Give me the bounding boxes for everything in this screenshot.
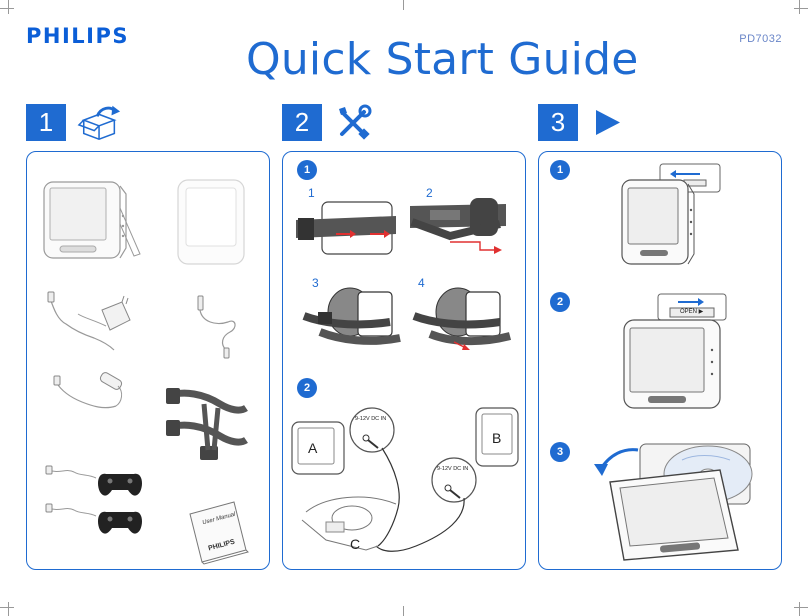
crop-mark [0, 8, 14, 9]
strap-install-image-2 [410, 198, 506, 254]
crop-mark [794, 8, 808, 9]
panel-install [282, 151, 526, 570]
panel-box-contents [26, 151, 270, 570]
step-1-badge: 1 [26, 104, 66, 141]
open-switch-image [623, 293, 727, 409]
crop-mark [799, 602, 800, 616]
power-switch-image [621, 163, 721, 265]
crop-mark [403, 0, 404, 10]
crop-mark [8, 602, 9, 616]
open-lid-disc-image [594, 443, 753, 561]
mounting-straps-image [166, 388, 248, 460]
sub-step-badge: 1 [550, 160, 570, 180]
car-adapter-label: C [350, 536, 361, 552]
sub-step-badge: 2 [550, 292, 570, 312]
car-adapter-image [53, 372, 123, 409]
step-3-badge: 3 [538, 104, 578, 141]
sub-step-badge: 2 [297, 378, 317, 398]
dc-in-label: 9-12V DC IN [437, 466, 469, 472]
dc-in-label: 9-12V DC IN [355, 416, 387, 422]
crop-mark [8, 0, 9, 14]
headrest-install-image-4 [412, 287, 512, 350]
av-cable-image [197, 295, 236, 359]
user-manual-image [189, 501, 249, 565]
open-switch-label: OPEN ▶ [680, 309, 704, 315]
sub-step-badge: 1 [297, 160, 317, 180]
screen-a-label: A [308, 440, 318, 456]
box-unpack-icon [77, 105, 121, 141]
page-title: Quick Start Guide [246, 34, 639, 85]
screen-b-label: B [492, 430, 502, 446]
dvd-player-image [43, 181, 141, 259]
crop-mark [799, 0, 800, 14]
brand-logo: PHILIPS [26, 24, 129, 48]
game-controllers-image [45, 465, 142, 534]
model-number: PD7032 [739, 33, 782, 45]
image-number: 3 [312, 276, 319, 290]
strap-install-image-1 [296, 201, 396, 255]
panel-play [538, 151, 782, 570]
image-number: 2 [426, 186, 433, 200]
image-number: 4 [418, 276, 425, 290]
headrest-install-image-3 [302, 287, 401, 345]
crop-mark [403, 606, 404, 616]
play-icon [596, 110, 620, 135]
sub-step-badge: 3 [550, 442, 570, 462]
step-2-badge: 2 [282, 104, 322, 141]
crop-mark [0, 607, 14, 608]
second-screen-image [177, 179, 245, 265]
connection-diagram [291, 407, 519, 552]
crop-mark [794, 607, 808, 608]
tools-icon [339, 104, 372, 140]
ac-adapter-image [47, 291, 131, 351]
image-number: 1 [308, 186, 315, 200]
